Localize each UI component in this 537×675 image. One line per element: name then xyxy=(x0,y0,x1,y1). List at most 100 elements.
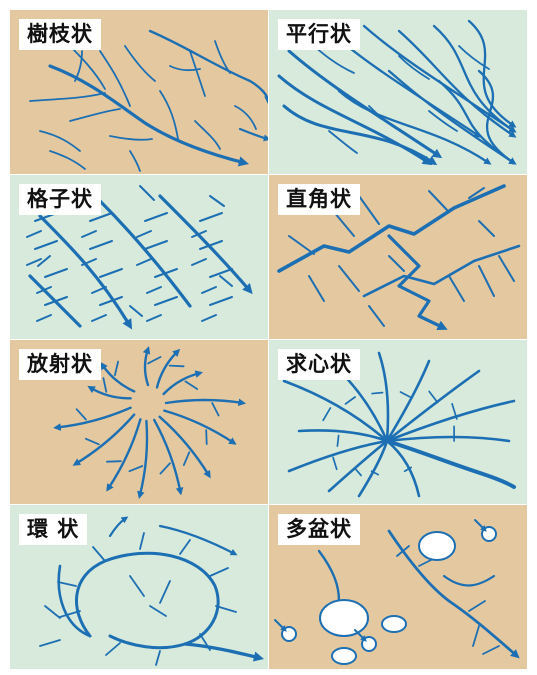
radial-stream xyxy=(145,349,148,385)
tributary-line xyxy=(202,287,216,293)
tributary-line xyxy=(289,236,314,254)
tributary-line xyxy=(130,306,142,316)
tributary-line xyxy=(483,646,499,654)
tributary-line xyxy=(82,231,96,237)
tributary-line xyxy=(150,606,166,616)
tributary-line xyxy=(100,269,122,277)
tributary-line xyxy=(27,231,41,237)
tributary-line xyxy=(449,276,464,301)
tributary-line xyxy=(479,221,494,236)
tributary-line xyxy=(180,540,190,554)
tributary-line xyxy=(200,213,222,221)
parallel-stream xyxy=(284,106,434,163)
main-stream xyxy=(240,129,268,139)
tributary-line xyxy=(469,601,485,611)
tributary-line xyxy=(309,276,324,301)
tributary-line xyxy=(115,362,118,376)
tributary-line xyxy=(137,231,151,237)
panel-parallel: 平行状 xyxy=(269,10,527,174)
basin-shape xyxy=(382,616,406,632)
tributary-line xyxy=(35,241,57,249)
radial-stream xyxy=(140,421,147,496)
radial-stream xyxy=(108,419,140,489)
tributary-line xyxy=(210,297,232,305)
panel-label: 多盆状 xyxy=(278,514,360,545)
inflowing-stream xyxy=(387,371,479,441)
tributary-line xyxy=(372,393,383,394)
tributary-line xyxy=(473,626,479,646)
panel-trellis: 格子状 xyxy=(10,175,268,339)
tributary-line xyxy=(206,430,207,444)
panel-label: 樹枝状 xyxy=(19,19,101,50)
tributary-line xyxy=(38,256,50,266)
inflowing-stream xyxy=(387,437,509,441)
panel-label: 求心状 xyxy=(278,349,360,380)
main-stream xyxy=(100,201,190,306)
main-stream xyxy=(50,66,245,163)
inflowing-stream xyxy=(299,430,387,441)
parallel-stream xyxy=(364,26,514,131)
basin-shape xyxy=(320,600,368,636)
tributary-line xyxy=(40,640,60,646)
tributary-line xyxy=(401,392,411,397)
tributary-line xyxy=(125,46,155,81)
tributary-line xyxy=(212,403,218,416)
tributary-line xyxy=(160,581,170,603)
tributary-line xyxy=(369,306,384,326)
radial-stream xyxy=(154,420,180,492)
tributary-line xyxy=(195,121,220,149)
tributary-line xyxy=(185,381,197,389)
tributary-line xyxy=(147,287,161,293)
tributary-line xyxy=(37,315,51,321)
tributary-line xyxy=(140,186,154,200)
tributary-line xyxy=(355,469,361,476)
tributary-line xyxy=(92,287,106,293)
inflowing-stream xyxy=(359,441,387,496)
tributary-line xyxy=(210,568,228,576)
basin-shape xyxy=(419,532,455,560)
panel-rectangular: 直角状 xyxy=(269,175,527,339)
tributary-line xyxy=(389,256,404,271)
tributary-line xyxy=(170,366,184,367)
panel-annular: 環 状 xyxy=(10,505,268,669)
tributary-line xyxy=(399,56,429,79)
tributary-line xyxy=(140,533,144,549)
tributary-line xyxy=(479,266,494,296)
tributary-line xyxy=(92,315,106,321)
tributary-line xyxy=(323,408,330,420)
tributary-line xyxy=(220,276,232,286)
tributary-line xyxy=(333,458,337,470)
main-stream xyxy=(160,526,235,554)
tributary-line xyxy=(346,397,356,404)
tributary-line xyxy=(77,409,86,419)
radial-stream xyxy=(164,373,200,394)
tributary-line xyxy=(155,297,177,305)
radial-stream xyxy=(102,364,134,391)
tributary-line xyxy=(148,357,161,363)
tributary-line xyxy=(70,109,120,121)
panel-label: 平行状 xyxy=(278,19,360,50)
tributary-line xyxy=(107,461,121,462)
main-stream xyxy=(150,31,268,101)
tributary-line xyxy=(40,131,80,151)
tributary-line xyxy=(359,196,379,224)
tributary-line xyxy=(147,315,161,321)
tributary-line xyxy=(129,466,142,471)
tributary-line xyxy=(106,643,120,655)
tributary-line xyxy=(137,259,151,265)
tributary-line xyxy=(499,256,514,281)
tributary-line xyxy=(130,151,140,171)
tributary-line xyxy=(50,151,85,169)
tributary-line xyxy=(184,452,190,465)
main-stream xyxy=(160,196,250,291)
tributary-line xyxy=(145,213,167,221)
panel-multi-basin: 多盆状 xyxy=(269,505,527,669)
main-stream xyxy=(364,246,519,296)
radial-stream xyxy=(166,400,243,403)
tributary-line xyxy=(90,241,112,249)
radial-stream xyxy=(90,388,131,399)
tributary-line xyxy=(337,436,338,447)
panel-label: 放射状 xyxy=(19,349,101,380)
tributary-line xyxy=(130,576,144,596)
tributary-line xyxy=(110,136,152,140)
